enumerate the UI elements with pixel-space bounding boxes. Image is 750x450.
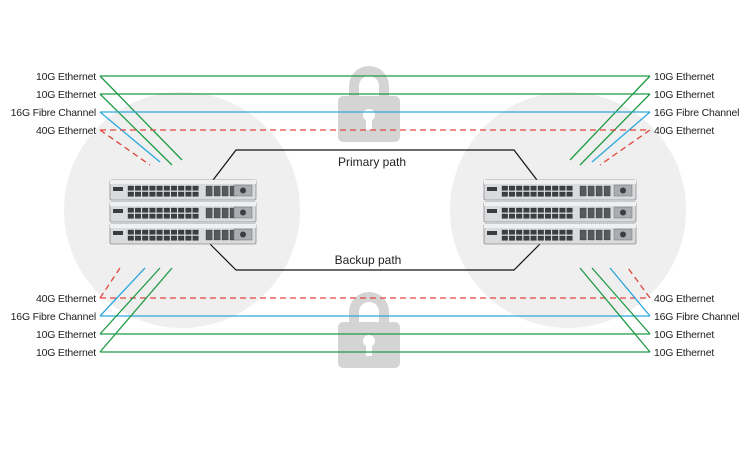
bottom-left-label-2: 16G Fibre Channel [11,311,96,323]
top-left-label-4: 40G Ethernet [36,125,96,137]
right-switch-unit-2 [483,201,637,223]
top-link-40g [99,129,651,166]
left-switch-unit-2 [109,201,257,223]
top-right-label-1: 10G Ethernet [654,71,714,83]
top-left-label-1: 10G Ethernet [36,71,96,83]
bottom-lock-icon [338,292,400,368]
primary-path-line [209,149,541,185]
primary-path-label: Primary path [338,155,406,169]
bottom-right-label-1: 40G Ethernet [654,293,714,305]
top-right-label-4: 40G Ethernet [654,125,714,137]
top-right-label-3: 16G Fibre Channel [654,107,739,119]
bottom-links [99,267,651,353]
right-switch-unit-1 [483,179,637,201]
bottom-left-label-4: 10G Ethernet [36,347,96,359]
top-right-label-2: 10G Ethernet [654,89,714,101]
bottom-left-label-1: 40G Ethernet [36,293,96,305]
left-switch-stack [109,179,257,245]
right-switch-unit-3 [483,223,637,245]
left-switch-unit-1 [109,179,257,201]
bottom-right-label-2: 16G Fibre Channel [654,311,739,323]
bottom-right-labels: 40G Ethernet 16G Fibre Channel 10G Ether… [654,293,740,359]
top-link-16g-fc [99,111,651,163]
top-left-labels: 10G Ethernet 10G Ethernet 16G Fibre Chan… [11,71,97,137]
bottom-right-label-4: 10G Ethernet [654,347,714,359]
bottom-right-label-3: 10G Ethernet [654,329,714,341]
bottom-link-16g-fc [99,267,651,317]
bottom-link-10g-1 [99,267,651,335]
bottom-link-40g [99,267,651,299]
bottom-link-10g-2 [99,267,651,353]
top-links [99,75,651,166]
bottom-left-label-3: 10G Ethernet [36,329,96,341]
top-left-label-3: 16G Fibre Channel [11,107,96,119]
top-link-10g-1 [99,75,651,161]
backup-path-line [209,243,541,271]
bottom-left-labels: 40G Ethernet 16G Fibre Channel 10G Ether… [11,293,97,359]
top-right-labels: 10G Ethernet 10G Ethernet 16G Fibre Chan… [654,71,740,137]
top-left-label-2: 10G Ethernet [36,89,96,101]
right-switch-stack [483,179,637,245]
left-switch-unit-3 [109,223,257,245]
backup-path-label: Backup path [335,253,402,267]
